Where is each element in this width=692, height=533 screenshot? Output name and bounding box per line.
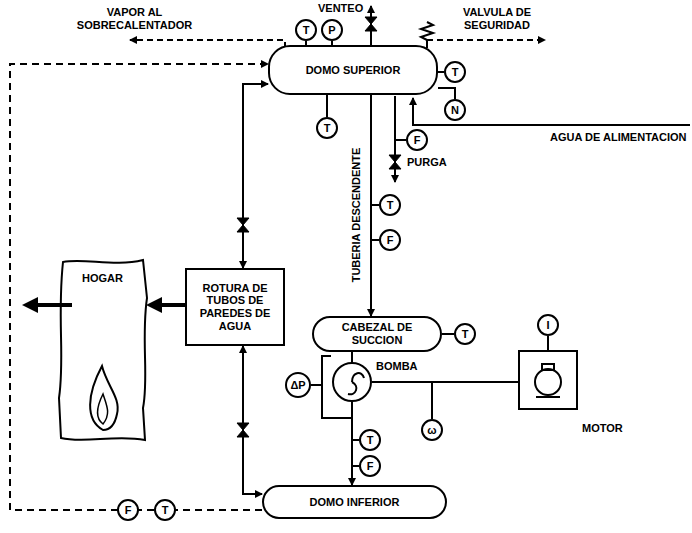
suction-header: CABEZAL DE SUCCION bbox=[312, 316, 442, 352]
instrument-stub bbox=[352, 465, 359, 467]
pipe-connector bbox=[243, 84, 268, 268]
instrument-bubble: T bbox=[454, 323, 476, 345]
flow-label: AGUA DE ALIMENTACION bbox=[548, 131, 688, 144]
tube-rupture-box: ROTURA DE TUBOS DE PAREDES DE AGUA bbox=[185, 268, 285, 346]
instrument-bubble: F bbox=[379, 229, 401, 251]
pump-casing bbox=[333, 363, 371, 401]
lower-drum: DOMO INFERIOR bbox=[262, 485, 447, 519]
node-label: DOMO INFERIOR bbox=[310, 496, 400, 509]
pipe-connector bbox=[547, 336, 549, 350]
instrument-bubble: T bbox=[316, 117, 338, 139]
instrument-stub bbox=[371, 239, 379, 241]
instrument-bubble: ω bbox=[421, 419, 443, 441]
motor-housing bbox=[518, 350, 578, 410]
pipe-connector bbox=[425, 381, 518, 383]
instrument-bubble: T bbox=[359, 429, 381, 451]
instrument-letter: T bbox=[303, 24, 310, 37]
instrument-letter: T bbox=[387, 199, 394, 212]
instrument-bubble: I bbox=[537, 314, 559, 336]
upper-drum: DOMO SUPERIOR bbox=[268, 45, 438, 95]
motor-symbol bbox=[535, 369, 561, 395]
instrument-letter: F bbox=[414, 134, 421, 147]
instrument-stub bbox=[371, 204, 379, 206]
instrument-stub bbox=[431, 382, 433, 419]
instrument-bubble: F bbox=[359, 455, 381, 477]
node-label: HOGAR bbox=[82, 272, 123, 285]
safety-valve-spring bbox=[421, 22, 433, 40]
pipe-connector bbox=[442, 333, 454, 335]
flow-label: PURGA bbox=[405, 156, 449, 169]
instrument-letter: F bbox=[367, 460, 374, 473]
pump-symbol bbox=[330, 360, 376, 406]
instrument-letter: ω bbox=[427, 424, 436, 437]
valve-symbol bbox=[237, 423, 249, 437]
instrument-letter: F bbox=[387, 234, 394, 247]
instrument-letter: T bbox=[452, 66, 459, 79]
flow-label: VALVULA DE SEGURIDAD bbox=[445, 6, 549, 31]
pipe-connector bbox=[351, 352, 353, 360]
instrument-bubble: T bbox=[154, 499, 176, 521]
instrument-stub bbox=[352, 439, 359, 441]
instrument-letter: T bbox=[367, 434, 374, 447]
instrument-letter: T bbox=[324, 122, 331, 135]
instrument-stub bbox=[395, 139, 406, 141]
pipe-connector bbox=[150, 303, 185, 307]
flow-label: VENTEO bbox=[316, 2, 365, 15]
instrument-bubble: ΔP bbox=[285, 372, 311, 398]
node-label: DOMO SUPERIOR bbox=[306, 64, 401, 77]
furnace-outline bbox=[55, 258, 150, 443]
steam-line bbox=[130, 40, 285, 48]
instrument-bubble: P bbox=[321, 19, 343, 41]
flow-label: VAPOR AL SOBRECALENTADOR bbox=[70, 6, 199, 31]
instrument-bubble: N bbox=[444, 99, 466, 121]
pump: BOMBA bbox=[330, 360, 425, 406]
motor-base bbox=[536, 396, 560, 398]
node-label: MOTOR bbox=[582, 422, 623, 435]
feedwater-line bbox=[413, 98, 690, 125]
pump-impeller bbox=[352, 373, 364, 382]
node-label: BOMBA bbox=[376, 360, 418, 373]
pipe-connector bbox=[326, 95, 328, 117]
motor-symbol bbox=[520, 352, 576, 408]
node-label: CABEZAL DE SUCCION bbox=[328, 321, 426, 346]
furnace-outline bbox=[59, 260, 147, 440]
instrument-letter: T bbox=[162, 504, 169, 517]
pipe-connector bbox=[438, 88, 455, 99]
instrument-bubble: F bbox=[117, 499, 139, 521]
pump-shaft bbox=[372, 381, 425, 383]
flame-symbol bbox=[98, 394, 108, 424]
instrument-bubble: F bbox=[406, 129, 428, 151]
furnace: HOGAR bbox=[55, 258, 150, 443]
valve-symbol bbox=[389, 155, 401, 169]
furnace-exit-arrow bbox=[26, 303, 72, 307]
pump-impeller bbox=[348, 382, 356, 394]
instrument-letter: I bbox=[546, 319, 549, 332]
safety-discharge-line bbox=[427, 39, 545, 41]
instrument-bubble: T bbox=[379, 194, 401, 216]
instrument-letter: F bbox=[125, 504, 132, 517]
instrument-bubble: T bbox=[295, 19, 317, 41]
instrument-letter: T bbox=[462, 328, 469, 341]
flame-symbol bbox=[90, 366, 118, 430]
instrument-letter: N bbox=[451, 104, 459, 117]
pipe-connector bbox=[243, 346, 262, 494]
pipe-connector bbox=[351, 406, 353, 485]
instrument-letter: P bbox=[328, 24, 335, 37]
valve-symbol bbox=[237, 218, 249, 232]
instrument-letter: ΔP bbox=[290, 379, 305, 392]
instrument-bubble: T bbox=[444, 61, 466, 83]
pipe-connector bbox=[370, 95, 372, 316]
node-label: ROTURA DE TUBOS DE PAREDES DE AGUA bbox=[191, 282, 279, 333]
motor-terminal bbox=[542, 364, 554, 370]
motor: MOTOR bbox=[518, 350, 633, 445]
valve-symbol bbox=[365, 17, 377, 31]
instrument-stub bbox=[311, 384, 322, 386]
pipe-label: TUBERIA DESCENDENTE bbox=[350, 146, 363, 285]
